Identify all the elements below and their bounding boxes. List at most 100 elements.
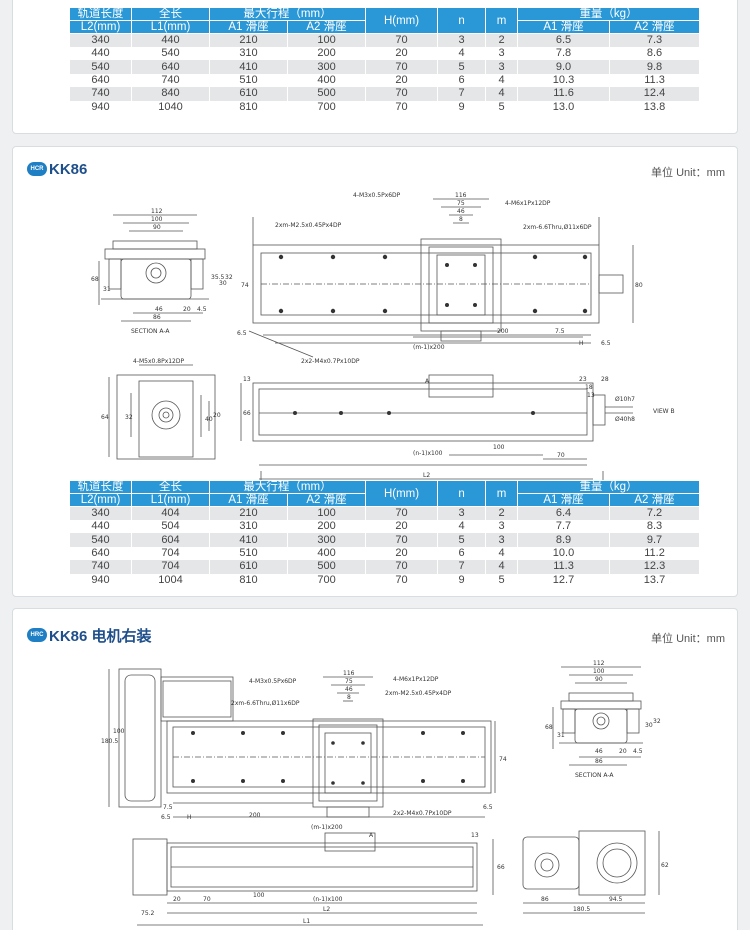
table-cell: 12.3 — [609, 560, 701, 574]
table-cell: 70 — [365, 533, 439, 547]
col-wa2: A2 滑座 — [609, 20, 701, 34]
dim-90: 90 — [595, 676, 603, 683]
dim-180-5: 180.5 — [101, 738, 118, 745]
dim-35: 35.5 — [211, 274, 225, 281]
dim-6-5: 6.5 — [161, 814, 171, 821]
dim-94-5: 94.5 — [609, 896, 623, 903]
callout-m6: 4-M6x1Px12DP — [505, 200, 551, 207]
dim-28: 28 — [601, 376, 609, 383]
dim-l2: L2 — [323, 906, 330, 913]
table-cell: 3 — [485, 47, 519, 61]
hcr-logo-icon: HCR — [27, 162, 47, 176]
dim-20: 20 — [183, 306, 191, 313]
table-cell: 540 — [131, 47, 210, 61]
dim-h: H — [187, 814, 192, 821]
table-cell: 70 — [365, 560, 439, 574]
col-a2: A2 滑座 — [286, 20, 367, 34]
table-cell: 500 — [286, 560, 367, 574]
col-l1-cn: 全长 — [131, 480, 210, 494]
table-cell: 11.3 — [609, 73, 701, 88]
spec-card-kk86-top: 轨道长度 全长 最大行程（mm） H(mm) n m 重量（kg） L2(mm)… — [12, 0, 738, 134]
table-cell: 610 — [209, 87, 288, 101]
dim-112: 112 — [151, 208, 163, 215]
dim-66: 66 — [497, 864, 505, 871]
table-cell: 200 — [286, 520, 367, 534]
table-cell: 940 — [69, 100, 132, 114]
dim-20b: 20 — [173, 896, 181, 903]
dim-200: 200 — [497, 328, 509, 335]
table-cell: 340 — [69, 506, 132, 520]
dim-46t: 46 — [457, 208, 465, 215]
table-cell: 4 — [485, 560, 519, 574]
dim-m-1: (m-1)x200 — [311, 824, 343, 831]
col-h: H(mm) — [365, 480, 439, 507]
table-cell: 740 — [69, 87, 132, 101]
table-cell: 210 — [209, 33, 288, 47]
table-cell: 13.0 — [517, 100, 611, 114]
col-m: m — [485, 480, 519, 507]
col-l1-en: L1(mm) — [131, 493, 210, 507]
table-cell: 1004 — [131, 573, 210, 587]
spec-table-1: 轨道长度 全长 最大行程（mm） H(mm) n m 重量（kg） L2(mm)… — [69, 7, 701, 114]
table-cell: 540 — [69, 60, 132, 74]
callout-m4: 2x2-M4x0.7Px10DP — [301, 358, 360, 365]
callout-m4: 2x2-M4x0.7Px10DP — [393, 810, 452, 817]
dim-40: 40 — [205, 416, 213, 423]
col-a1: A1 滑座 — [209, 493, 288, 507]
dim-20e: 20 — [213, 412, 221, 419]
table-cell: 300 — [286, 533, 367, 547]
dim-70: 70 — [557, 452, 565, 459]
table-cell: 70 — [365, 506, 439, 520]
col-weight: 重量（kg） — [517, 7, 701, 21]
table-cell: 440 — [69, 47, 132, 61]
dim-116: 116 — [455, 192, 467, 199]
table-cell: 2 — [485, 33, 519, 47]
table-cell: 70 — [365, 33, 439, 47]
dim-66: 66 — [243, 410, 251, 417]
table-cell: 9 — [437, 100, 487, 114]
dim-30: 30 — [219, 280, 227, 287]
table-cell: 700 — [286, 573, 367, 587]
table-cell: 604 — [131, 533, 210, 547]
col-n: n — [437, 7, 487, 34]
dim-13b: 13 — [587, 392, 595, 399]
table-cell: 5 — [437, 60, 487, 74]
kk86-technical-drawing: 112 100 90 68 31 35.5 30 32 74 46 20 4.5… — [91, 192, 675, 497]
dim-13: 13 — [243, 376, 251, 383]
dim-68: 68 — [91, 276, 99, 283]
table-cell: 300 — [286, 60, 367, 74]
dim-100s: 100 — [593, 668, 605, 675]
table-cell: 440 — [69, 520, 132, 534]
table-cell: 70 — [365, 87, 439, 101]
dim-23: 23 — [579, 376, 587, 383]
table-cell: 11.2 — [609, 546, 701, 561]
label-a: A — [425, 378, 430, 385]
dim-n-1: (n-1)x100 — [313, 896, 343, 903]
table-cell: 4 — [485, 73, 519, 88]
dim-6-5b: 6.5 — [601, 340, 611, 347]
table-cell: 8.6 — [609, 47, 701, 61]
dim-6-5a: 6.5 — [237, 330, 247, 337]
table-cell: 310 — [209, 520, 288, 534]
col-a2: A2 滑座 — [286, 493, 367, 507]
unit-label: 单位 Unit：mm — [651, 167, 725, 179]
table-cell: 8.3 — [609, 520, 701, 534]
dim-4-5: 4.5 — [633, 748, 643, 755]
table-cell: 810 — [209, 100, 288, 114]
spec-table-2: 轨道长度 全长 最大行程（mm） H(mm) n m 重量（kg） L2(mm)… — [69, 480, 701, 587]
callout-m6: 4-M6x1Px12DP — [393, 676, 439, 683]
table-cell: 3 — [485, 520, 519, 534]
label-a: A — [369, 832, 374, 839]
table-cell: 7.2 — [609, 506, 701, 520]
dim-86: 86 — [153, 314, 161, 321]
table-cell: 20 — [365, 520, 439, 534]
table-cell: 340 — [69, 33, 132, 47]
section-label: SECTION A-A — [131, 328, 170, 335]
spec-card-kk86-motor-right: HRC KK86 电机右装 单位 Unit：mm — [12, 608, 738, 930]
